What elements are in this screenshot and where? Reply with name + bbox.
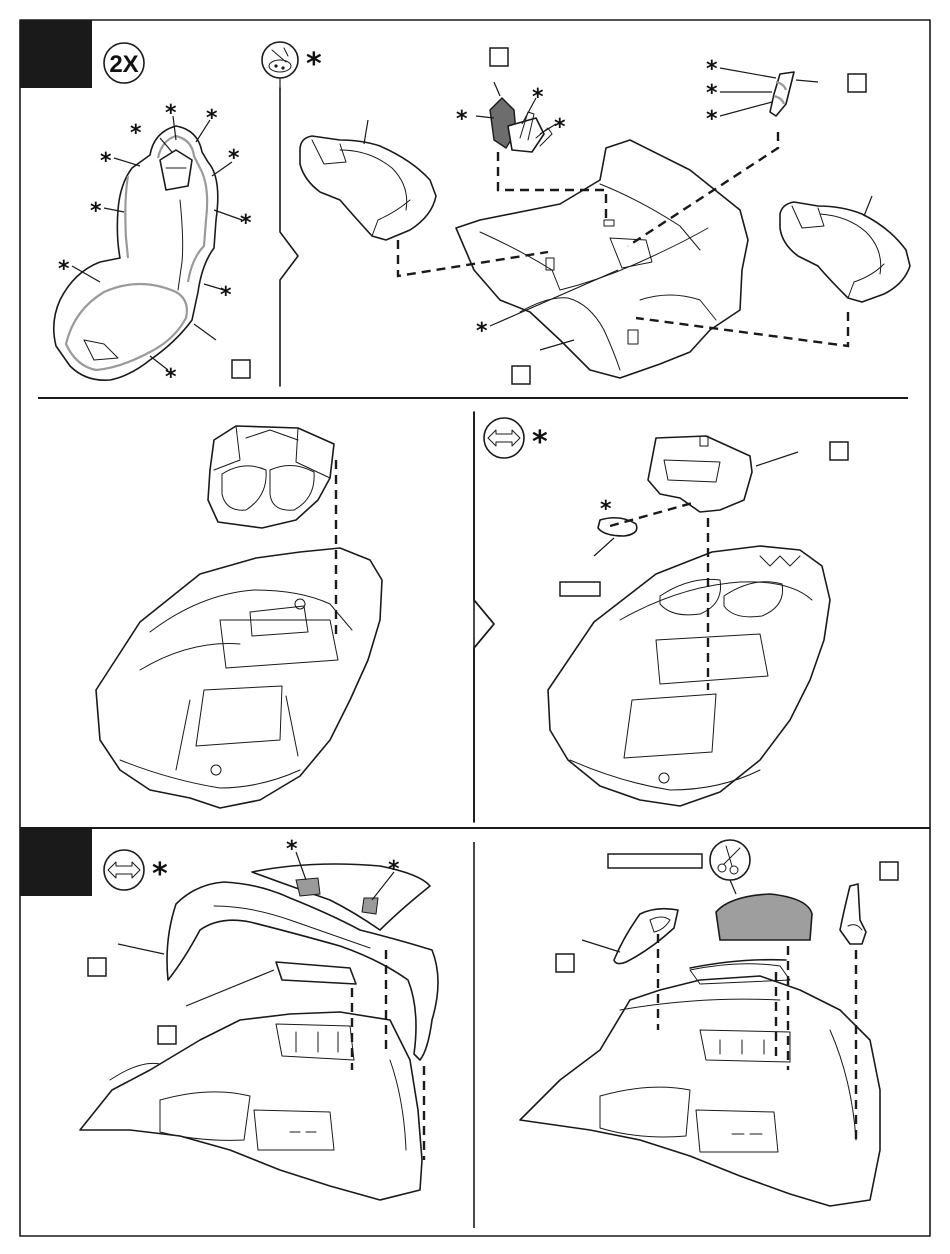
part-number-box (232, 360, 250, 378)
callout-star: * (100, 149, 112, 174)
callout-star: * (165, 365, 177, 390)
callout-star: * (130, 121, 142, 146)
callout-star: * (706, 81, 718, 106)
right-light-drawing (840, 884, 866, 944)
paint-star: * (306, 47, 322, 82)
part-number-box (848, 74, 866, 92)
callout-star: * (286, 837, 298, 862)
panel-rear-trim: * * * (80, 837, 438, 1200)
rear-panel-drawing (186, 962, 356, 1006)
glue-icon (484, 418, 524, 458)
callout-star: * (220, 283, 232, 308)
left-seat-drawing (300, 120, 436, 240)
divider-gap-mask (474, 412, 494, 822)
panel-rear-window (520, 840, 898, 1206)
callout-star: * (90, 199, 102, 224)
callout-star: * (600, 497, 612, 522)
step-block-2 (20, 828, 92, 896)
step-arrow-divider-2 (474, 412, 494, 822)
label-box (608, 854, 702, 868)
callout-star: * (58, 257, 70, 282)
part-number-box (88, 958, 106, 976)
callout-star: * (532, 85, 544, 110)
glue-star: * (152, 857, 168, 892)
part-number-box (830, 442, 848, 460)
car-body-1-drawing (96, 548, 382, 808)
car-rear-1-drawing (80, 1012, 422, 1200)
paint-icon (262, 42, 298, 90)
callout-star: * (228, 146, 240, 171)
part-number-box (490, 48, 508, 66)
callout-star: * (476, 319, 488, 344)
callout-star: * (706, 57, 718, 82)
part-number-box (512, 366, 530, 384)
right-seat-drawing (780, 196, 910, 302)
glue-star: * (532, 425, 548, 460)
paddle-part-drawing (770, 72, 818, 116)
glue-icon (104, 850, 144, 890)
part-number-box (880, 862, 898, 880)
label-box (560, 582, 600, 596)
mirror-part-drawing: * (594, 497, 637, 556)
step-block-1 (20, 20, 92, 88)
cut-icon (710, 840, 750, 894)
callout-star: * (554, 115, 566, 140)
callout-star: * (706, 107, 718, 132)
step-arrow-divider-1 (280, 88, 298, 386)
part-number-box (556, 954, 574, 972)
part-number-box (158, 1026, 176, 1044)
callout-star: * (456, 107, 468, 132)
callout-star: * (165, 101, 177, 126)
car-rear-2-drawing (520, 964, 880, 1206)
panel-tub-into-body (96, 426, 382, 808)
dash-part-drawing (648, 436, 798, 512)
left-light-drawing (582, 909, 678, 964)
multiplier-label: 2X (109, 51, 138, 78)
seat-pair-drawing (208, 426, 334, 528)
callout-star: * (388, 857, 400, 882)
panel-interior-tub: * (262, 42, 910, 384)
callout-star: * (240, 211, 252, 236)
panel-dash-into-body: * * (484, 418, 848, 806)
rear-window-drawing (716, 894, 812, 940)
callout-star: * (206, 106, 218, 131)
panel-seat: 2X * * * * * * (54, 43, 252, 390)
